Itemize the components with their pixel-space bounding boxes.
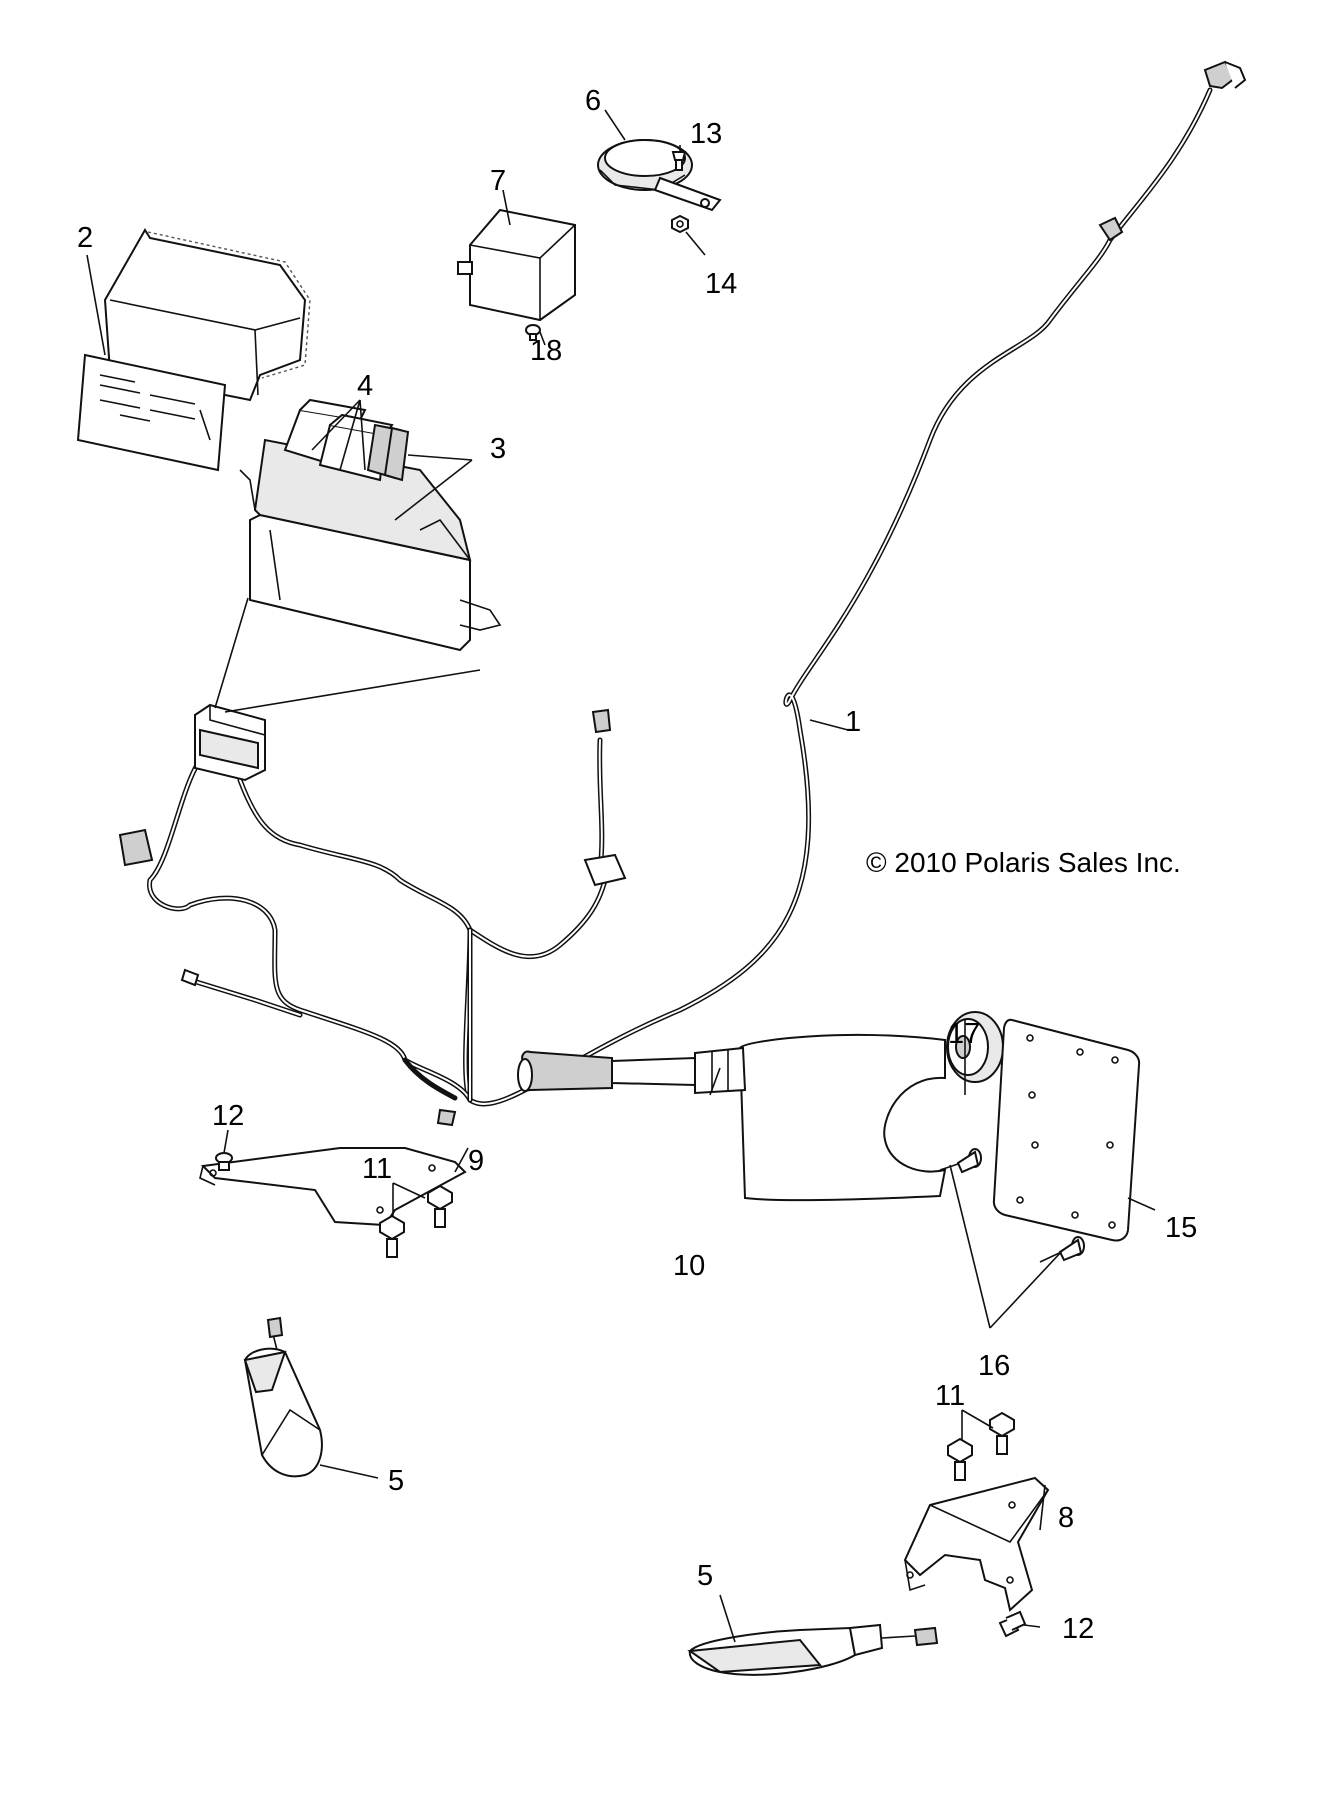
callout-7: 7 (490, 165, 506, 197)
callout-labels: 1 2 3 4 5 5 6 7 8 9 10 11 11 12 12 13 14… (77, 85, 1197, 1645)
control-module (457, 208, 576, 322)
horn (597, 139, 722, 212)
rivet-lower (1039, 1236, 1085, 1263)
fuse-box-cover (103, 228, 311, 402)
callout-6: 6 (585, 85, 601, 117)
callout-5-front: 5 (388, 1465, 404, 1497)
callout-14: 14 (705, 268, 737, 300)
callout-3: 3 (490, 433, 506, 465)
bolt-upper-left-a (379, 1214, 405, 1258)
callout-12-upper: 12 (212, 1100, 244, 1132)
bolt-upper-left-b (427, 1184, 453, 1228)
turn-signal-switch (517, 1033, 947, 1202)
callout-11-upper: 11 (362, 1153, 392, 1185)
horn-screw (671, 151, 687, 171)
callout-10: 10 (673, 1250, 705, 1282)
turn-signal-lamp-front (243, 1316, 323, 1478)
turn-signal-lamp-rear (687, 1623, 939, 1676)
callout-5-rear: 5 (697, 1560, 713, 1592)
fuse-relay-block (239, 398, 502, 652)
copyright-notice: © 2010 Polaris Sales Inc. (866, 847, 1181, 878)
front-bracket-left (199, 1147, 467, 1227)
module-screw (525, 324, 541, 341)
callout-4: 4 (357, 370, 373, 402)
push-nut-lower-right (998, 1610, 1027, 1638)
callout-15: 15 (1165, 1212, 1197, 1244)
callout-13: 13 (690, 118, 722, 150)
mounting-plate (992, 1018, 1141, 1242)
horn-nut (671, 214, 689, 234)
fuse-box-label-decal (76, 353, 227, 472)
rivet-upper (939, 1148, 982, 1174)
callout-1: 1 (845, 706, 861, 738)
callout-17: 17 (948, 1018, 980, 1050)
rear-bracket-right (903, 1476, 1050, 1612)
callout-16: 16 (978, 1350, 1010, 1382)
callout-18: 18 (530, 335, 562, 367)
fuse-box-leader-left (214, 597, 249, 709)
callout-12-lower: 12 (1062, 1613, 1094, 1645)
wiring-harness (118, 60, 1247, 1127)
bolt-lower-right-b (989, 1411, 1015, 1455)
fuse-box-leader-right (224, 669, 481, 713)
switch-grommet (946, 1011, 1004, 1083)
push-nut-upper-left (215, 1152, 233, 1171)
leader-lines (86, 109, 1156, 1643)
bolt-lower-right-a (947, 1437, 973, 1481)
callout-9: 9 (468, 1145, 484, 1177)
callout-11-lower: 11 (935, 1380, 965, 1412)
callout-2: 2 (77, 222, 93, 254)
callout-8: 8 (1058, 1502, 1074, 1534)
